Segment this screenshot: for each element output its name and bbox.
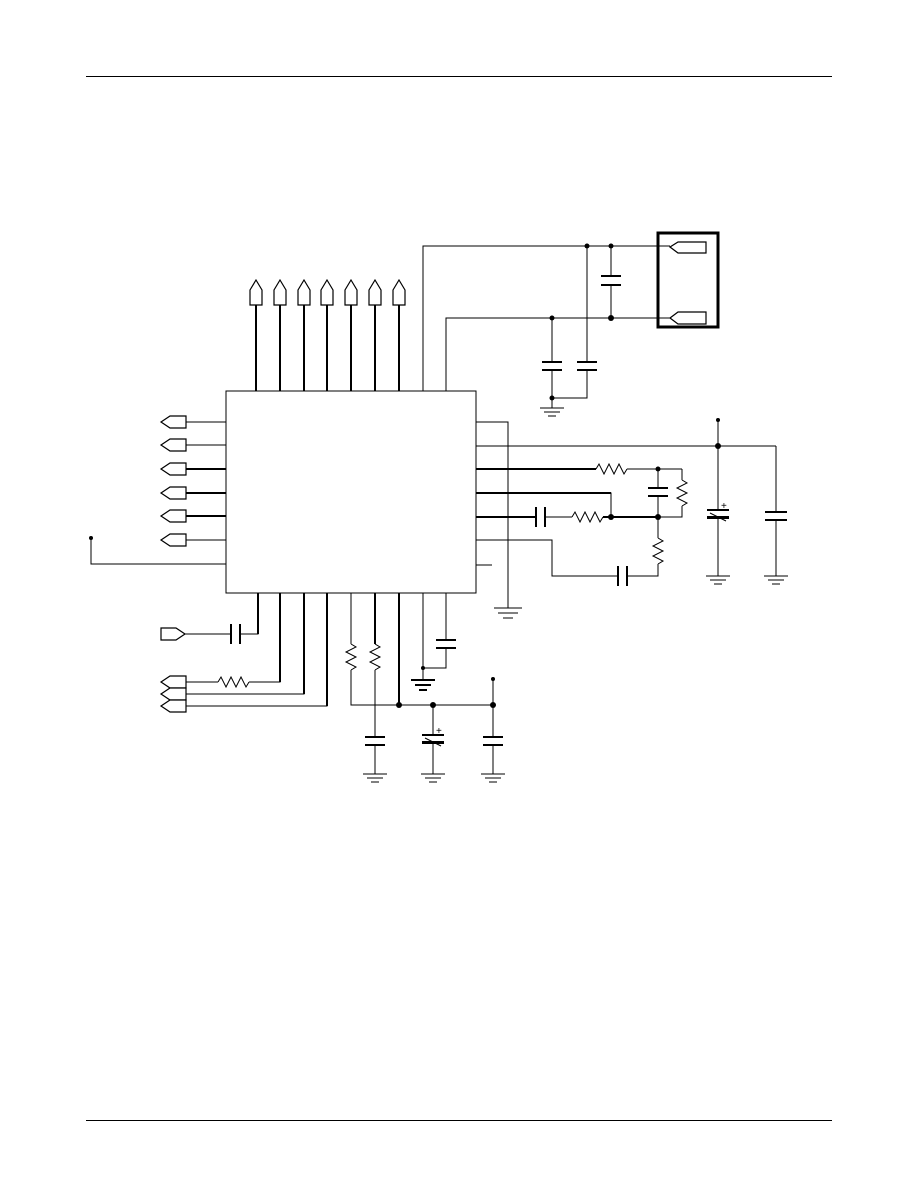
svg-text:+: + bbox=[721, 501, 727, 512]
output-port-2 bbox=[273, 278, 287, 391]
left-port-3 bbox=[159, 462, 226, 476]
connector-pin-1 bbox=[668, 241, 707, 254]
supply-rail-right: + bbox=[476, 418, 788, 585]
stacked-port-2 bbox=[159, 687, 187, 701]
connector-block bbox=[656, 231, 720, 329]
left-test-point bbox=[89, 536, 226, 565]
bottom-left-ports bbox=[159, 593, 328, 713]
left-port-2 bbox=[159, 438, 226, 452]
ic-body bbox=[225, 390, 477, 594]
left-port-4 bbox=[159, 486, 226, 500]
svg-text:+: + bbox=[436, 726, 442, 737]
stacked-port-3 bbox=[159, 699, 187, 713]
top-output-ports bbox=[249, 278, 406, 391]
output-port-4 bbox=[320, 278, 334, 391]
header-rule bbox=[86, 76, 832, 77]
footer-rule bbox=[86, 1120, 832, 1121]
filter-network bbox=[476, 462, 689, 586]
left-ports bbox=[159, 415, 226, 547]
output-port-1 bbox=[249, 278, 263, 391]
right-ground-line bbox=[476, 421, 522, 619]
left-port-5 bbox=[159, 509, 226, 523]
output-port-3 bbox=[297, 278, 311, 391]
left-port-6 bbox=[159, 533, 226, 547]
left-port-1 bbox=[159, 415, 226, 429]
connector-pin-2 bbox=[669, 311, 707, 325]
crystal-network bbox=[422, 243, 670, 417]
connector-frame bbox=[656, 231, 720, 329]
output-port-6 bbox=[368, 278, 382, 391]
output-port-5 bbox=[344, 278, 358, 391]
bottom-power-network: + bbox=[344, 593, 505, 783]
input-port bbox=[160, 627, 187, 641]
stacked-port-1 bbox=[159, 675, 187, 689]
output-port-7 bbox=[392, 278, 406, 391]
